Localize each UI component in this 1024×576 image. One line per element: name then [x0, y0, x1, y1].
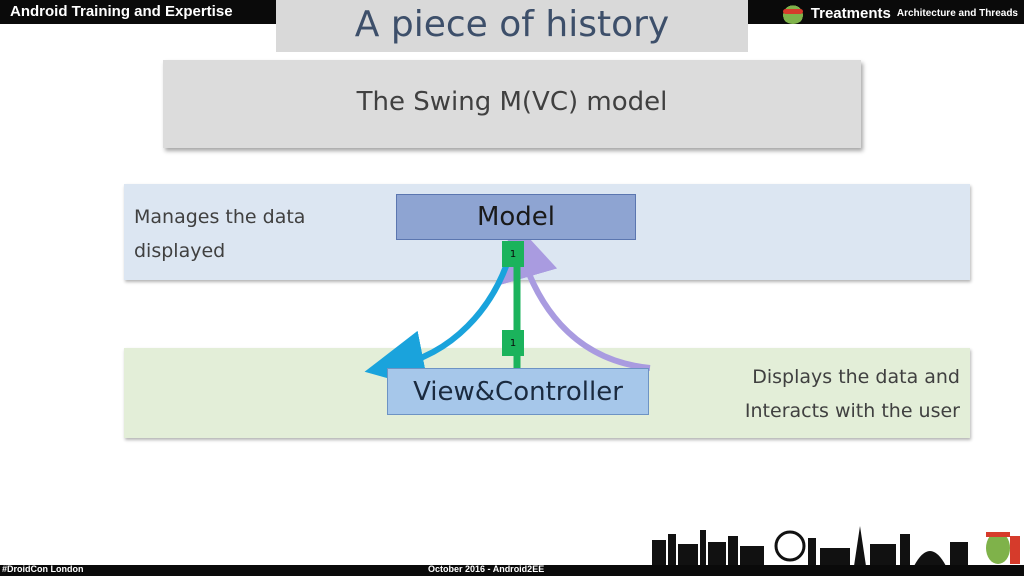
- view-controller-box: View&Controller: [387, 368, 649, 415]
- blue-arrow: [364, 247, 515, 390]
- footer-date: October 2016 - Android2EE: [428, 564, 545, 574]
- subtitle-box: [163, 60, 861, 148]
- section-subtitle: Architecture and Threads: [896, 7, 1018, 19]
- slide-title: A piece of history: [354, 4, 670, 45]
- bottom-bar: [0, 565, 1024, 576]
- brand-title: Android Training and Expertise: [10, 3, 233, 20]
- slide-subtitle: The Swing M(VC) model: [356, 87, 668, 117]
- multiplicity-bottom: 1: [502, 330, 524, 356]
- section-header: Treatments Architecture and Threads: [780, 2, 1018, 24]
- turtle-mascot-icon: [780, 2, 805, 24]
- london-skyline-icon: [652, 526, 1020, 566]
- view-description-line-1: Displays the data and: [752, 366, 960, 388]
- title-background: [276, 0, 748, 52]
- model-description: Manages the data displayed: [134, 206, 306, 262]
- view-description-line-2: Interacts with the user: [744, 400, 960, 422]
- model-box: Model: [396, 194, 636, 240]
- android-mascot-icon: [986, 532, 1020, 564]
- multiplicity-top: 1: [502, 241, 524, 267]
- section-title: Treatments: [810, 4, 891, 22]
- purple-arrow: [499, 219, 651, 371]
- event-name: #DroidCon London: [2, 564, 84, 574]
- view-description: Displays the data and Interacts with the…: [696, 360, 960, 428]
